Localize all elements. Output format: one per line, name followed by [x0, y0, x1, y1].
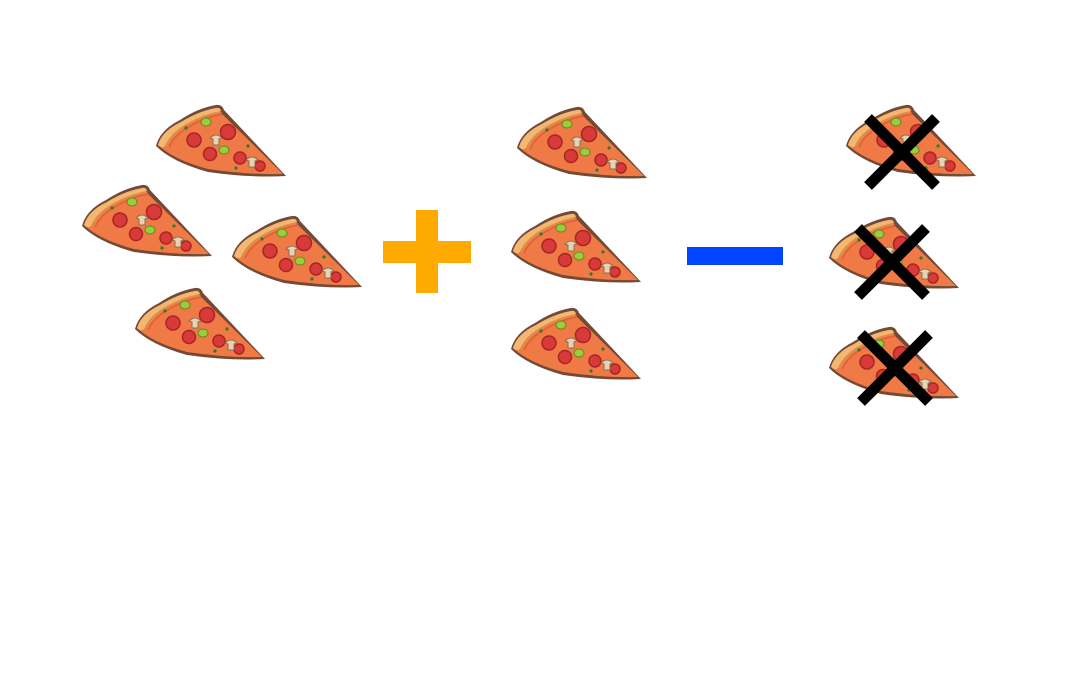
pizza-slice-icon [511, 104, 651, 184]
pizza-slice-icon [505, 208, 645, 288]
pizza-slice-icon [226, 213, 366, 293]
cross-out-icon [852, 222, 932, 302]
pizza-slice-icon [76, 182, 216, 262]
pizza-slice-icon [129, 285, 269, 365]
plus-icon [383, 210, 471, 293]
cross-out-icon [855, 328, 935, 408]
minus-icon [687, 247, 783, 265]
pizza-slice-icon [505, 305, 645, 385]
cross-out-icon [862, 112, 942, 192]
pizza-slice-icon [150, 102, 290, 182]
